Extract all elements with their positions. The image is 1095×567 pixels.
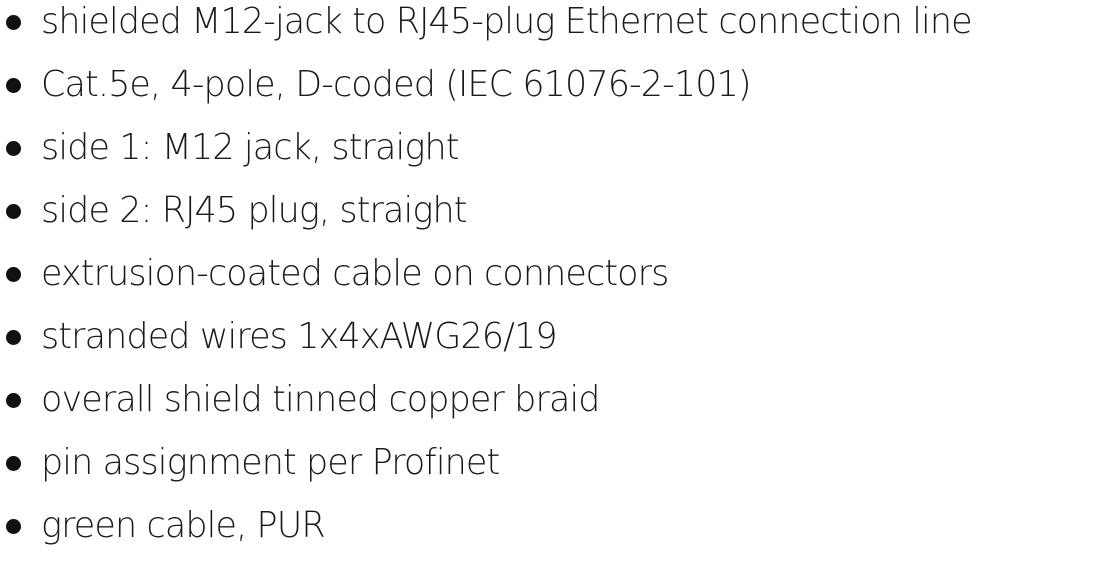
- bullet-icon: [6, 15, 21, 30]
- list-item: extrusion-coated cable on connectors: [0, 252, 1001, 315]
- list-item-text: side 1: M12 jack, straight: [41, 127, 459, 168]
- list-item: green cable, PUR: [0, 504, 1001, 567]
- list-item: shielded M12-jack to RJ45-plug Ethernet …: [0, 0, 1001, 63]
- bullet-icon: [6, 456, 21, 471]
- list-item-text: shielded M12-jack to RJ45-plug Ethernet …: [41, 1, 973, 42]
- product-feature-list: shielded M12-jack to RJ45-plug Ethernet …: [0, 0, 1001, 567]
- bullet-icon: [6, 267, 21, 282]
- list-item-text: extrusion-coated cable on connectors: [41, 253, 669, 294]
- list-item-text: stranded wires 1x4xAWG26/19: [41, 316, 558, 357]
- list-item: side 2: RJ45 plug, straight: [0, 189, 1001, 252]
- bullet-icon: [6, 204, 21, 219]
- bullet-icon: [6, 330, 21, 345]
- list-item: stranded wires 1x4xAWG26/19: [0, 315, 1001, 378]
- bullet-icon: [6, 519, 21, 534]
- list-item-text: overall shield tinned copper braid: [41, 379, 600, 420]
- bullet-icon: [6, 78, 21, 93]
- list-item-text: pin assignment per Profinet: [41, 442, 500, 483]
- list-item: side 1: M12 jack, straight: [0, 126, 1001, 189]
- list-item-text: side 2: RJ45 plug, straight: [41, 190, 467, 231]
- list-item-text: green cable, PUR: [41, 505, 326, 546]
- bullet-icon: [6, 393, 21, 408]
- list-item-text: Cat.5e, 4-pole, D-coded (IEC 61076-2-101…: [41, 64, 752, 105]
- list-item: pin assignment per Profinet: [0, 441, 1001, 504]
- bullet-icon: [6, 141, 21, 156]
- list-item: Cat.5e, 4-pole, D-coded (IEC 61076-2-101…: [0, 63, 1001, 126]
- list-item: overall shield tinned copper braid: [0, 378, 1001, 441]
